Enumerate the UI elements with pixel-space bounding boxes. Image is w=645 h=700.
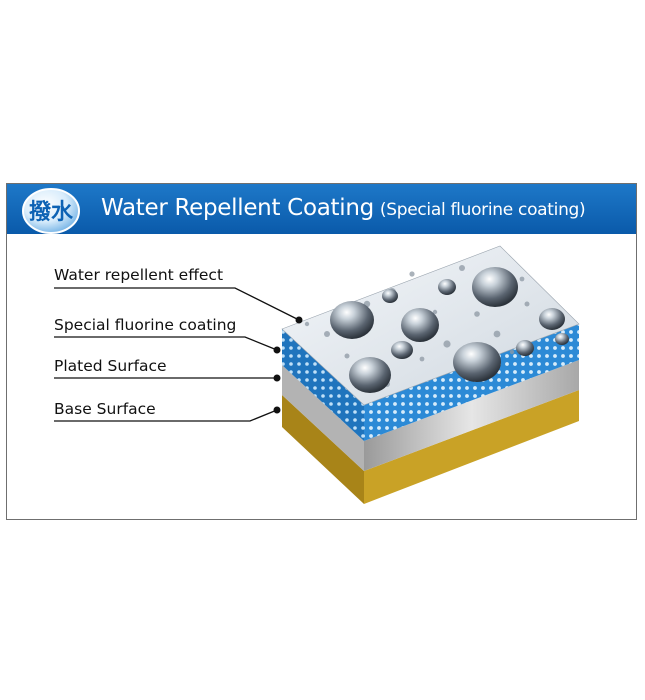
badge-text: 撥水 [29, 199, 74, 225]
leader-dots [273, 316, 303, 414]
page-title: Water Repellent Coating(Special fluorine… [101, 193, 586, 225]
title-subtitle: (Special fluorine coating) [379, 200, 586, 220]
plated-layer-front [364, 360, 579, 471]
header-bar: 撥水 Water Repellent Coating(Special fluor… [7, 184, 636, 234]
label-special-fluorine-coating: Special fluorine coating [54, 316, 237, 334]
water-drop-badge-icon: 撥水 [22, 188, 80, 234]
label-water-repellent-effect: Water repellent effect [54, 266, 224, 284]
leader-lines [54, 287, 300, 422]
water-drops [330, 267, 569, 393]
base-layer-front [364, 390, 579, 504]
layer-diagram [54, 245, 580, 504]
base-layer-side [282, 395, 364, 504]
title-main: Water Repellent Coating [101, 195, 374, 221]
diagram-panel: 撥水 Water Repellent Coating(Special fluor… [6, 183, 637, 520]
coating-layer-side [282, 329, 364, 441]
label-base-surface: Base Surface [54, 400, 156, 418]
plated-layer-side [282, 365, 364, 471]
label-plated-surface: Plated Surface [54, 357, 167, 375]
